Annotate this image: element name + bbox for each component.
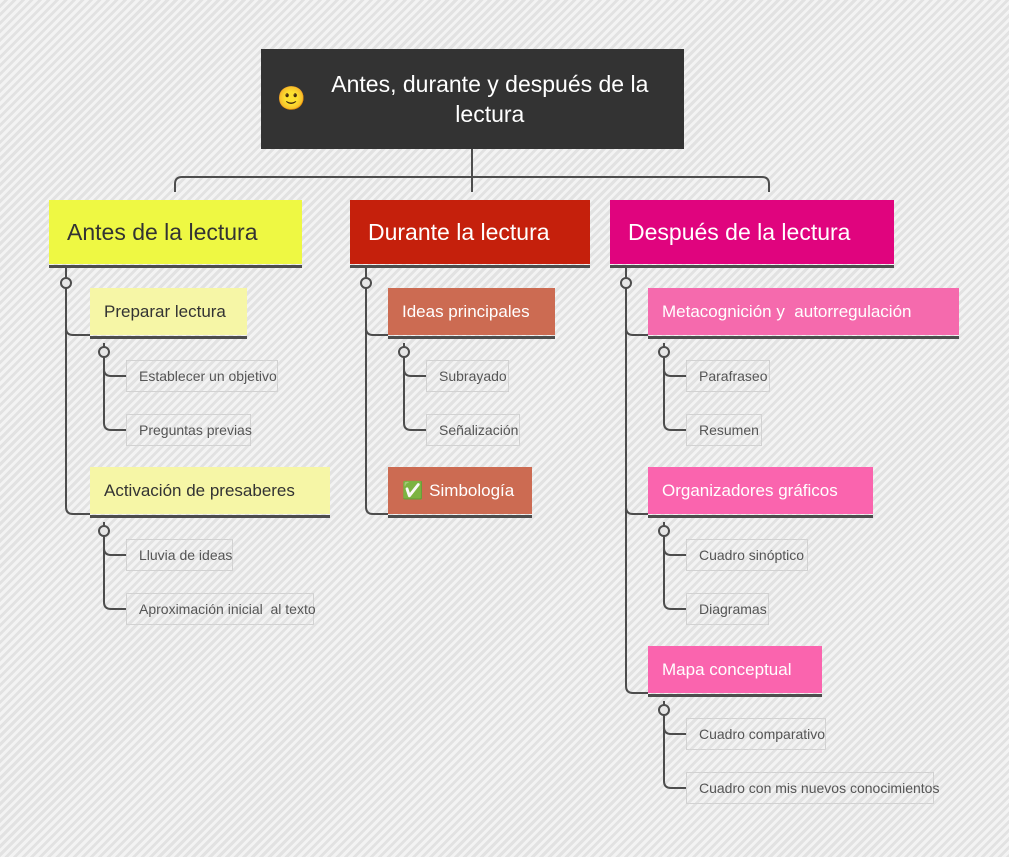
slightly-smiling-face-icon: 🙂: [277, 86, 306, 112]
subnode-preparar-lectura[interactable]: Preparar lectura: [90, 288, 247, 339]
leaf-node[interactable]: Aproximación inicial al texto: [126, 593, 316, 625]
leaf-node[interactable]: Diagramas: [686, 593, 769, 625]
root-node-label: Antes, durante y después de la lectura: [331, 71, 649, 127]
collapse-handle-activacion[interactable]: [98, 525, 110, 537]
check-mark-button-icon: ✅: [402, 480, 424, 501]
leaf-node[interactable]: Cuadro comparativo: [686, 718, 826, 750]
collapse-handle-durante[interactable]: [360, 277, 372, 289]
leaf-node[interactable]: Parafraseo: [686, 360, 770, 392]
subnode-organizadores-graficos[interactable]: Organizadores gráficos: [648, 467, 873, 518]
node-underline: [388, 515, 532, 518]
collapse-handle-mapa[interactable]: [658, 704, 670, 716]
branch-label-antes: Antes de la lectura: [67, 218, 258, 245]
collapse-handle-ideas[interactable]: [398, 346, 410, 358]
subnode-label: Simbología: [429, 480, 515, 500]
leaf-label: Aproximación inicial al texto: [139, 601, 316, 617]
leaf-label: Cuadro con mis nuevos conocimientos: [699, 780, 940, 796]
subnode-label: Ideas principales: [402, 301, 530, 321]
subnode-metacognicion[interactable]: Metacognición y autorregulación: [648, 288, 959, 339]
leaf-node[interactable]: Cuadro con mis nuevos conocimientos: [686, 772, 939, 804]
subnode-label: Activación de presaberes: [104, 480, 295, 500]
leaf-label: Establecer un objetivo: [139, 368, 277, 384]
subnode-activacion-presaberes[interactable]: Activación de presaberes: [90, 467, 330, 518]
node-underline: [350, 265, 590, 268]
node-underline: [49, 265, 302, 268]
leaf-label: Cuadro sinóptico: [699, 547, 805, 563]
collapse-handle-antes[interactable]: [60, 277, 72, 289]
branch-node-durante[interactable]: Durante la lectura: [350, 200, 590, 268]
collapse-handle-preparar[interactable]: [98, 346, 110, 358]
leaf-label: Subrayado: [439, 368, 507, 384]
subnode-mapa-conceptual[interactable]: Mapa conceptual: [648, 646, 822, 697]
branch-node-despues[interactable]: Después de la lectura: [610, 200, 894, 268]
root-node[interactable]: 🙂 Antes, durante y después de la lectura: [261, 49, 684, 149]
collapse-handle-despues[interactable]: [620, 277, 632, 289]
leaf-label: Resumen: [699, 422, 759, 438]
leaf-label: Cuadro comparativo: [699, 726, 826, 742]
leaf-label: Lluvia de ideas: [139, 547, 233, 563]
leaf-label: Señalización: [439, 422, 519, 438]
subnode-label: Mapa conceptual: [662, 659, 792, 679]
leaf-node[interactable]: Cuadro sinóptico: [686, 539, 808, 571]
collapse-handle-organizadores[interactable]: [658, 525, 670, 537]
node-underline: [388, 336, 555, 339]
leaf-node[interactable]: Señalización: [426, 414, 520, 446]
leaf-node[interactable]: Lluvia de ideas: [126, 539, 233, 571]
subnode-label: Organizadores gráficos: [662, 480, 838, 500]
node-underline: [90, 336, 247, 339]
leaf-node[interactable]: Resumen: [686, 414, 762, 446]
subnode-label: Preparar lectura: [104, 301, 226, 321]
leaf-label: Diagramas: [699, 601, 767, 617]
subnode-ideas-principales[interactable]: Ideas principales: [388, 288, 555, 339]
leaf-node[interactable]: Preguntas previas: [126, 414, 252, 446]
leaf-node[interactable]: Establecer un objetivo: [126, 360, 278, 392]
subnode-label: Metacognición y autorregulación: [662, 301, 912, 321]
node-underline: [610, 265, 894, 268]
node-underline: [648, 515, 873, 518]
branch-label-durante: Durante la lectura: [368, 218, 550, 245]
branch-node-antes[interactable]: Antes de la lectura: [49, 200, 302, 268]
node-underline: [648, 694, 822, 697]
leaf-label: Parafraseo: [699, 368, 768, 384]
node-underline: [648, 336, 959, 339]
branch-label-despues: Después de la lectura: [628, 218, 851, 245]
subnode-simbologia[interactable]: ✅Simbología: [388, 467, 532, 518]
node-underline: [90, 515, 330, 518]
collapse-handle-metacognicion[interactable]: [658, 346, 670, 358]
leaf-node[interactable]: Subrayado: [426, 360, 509, 392]
leaf-label: Preguntas previas: [139, 422, 252, 438]
